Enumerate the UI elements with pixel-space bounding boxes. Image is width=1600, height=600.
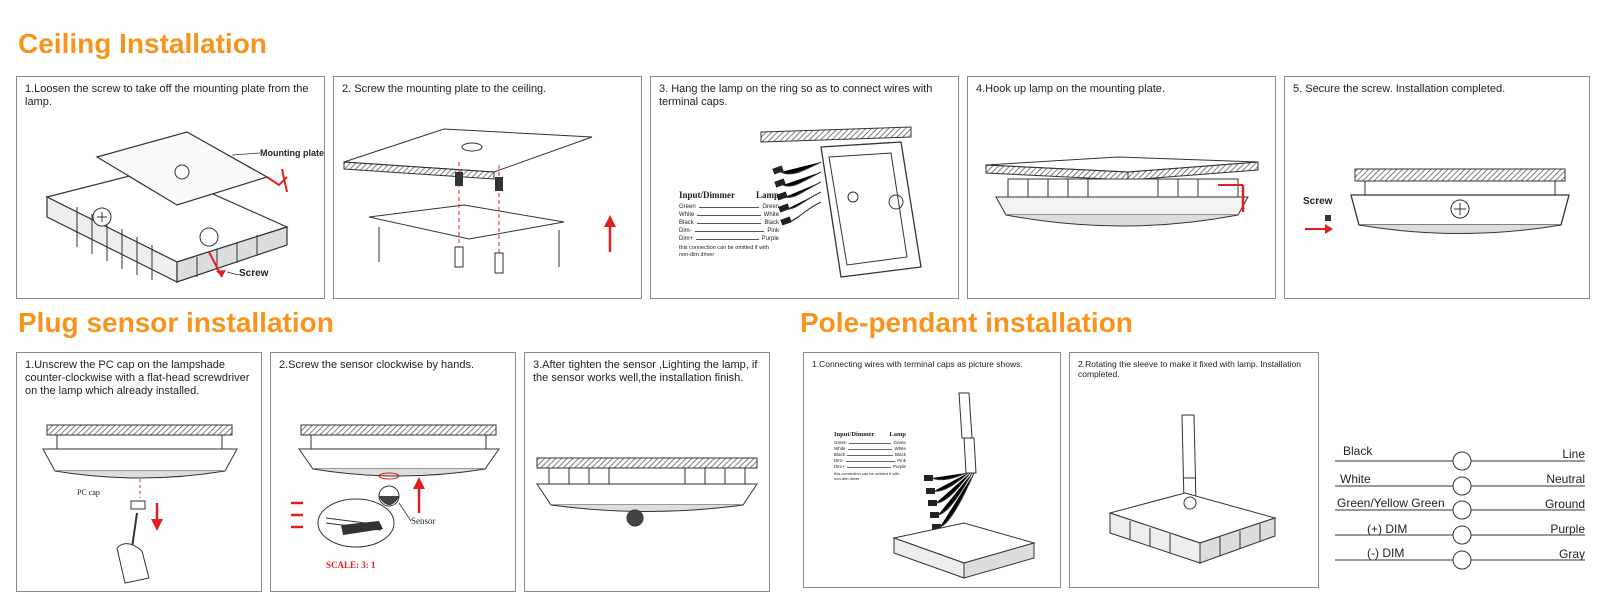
plug-step-1-caption: 1.Unscrew the PC cap on the lampshade co… [25,359,250,397]
sensor-label: Sensor [411,516,436,526]
terminal-row-right: Black [764,220,779,226]
pole-terminal-row-left: Dim+ [834,464,845,469]
scale-label: SCALE: 3: 1 [326,560,376,570]
pole-step-1-panel: 1.Connecting wires with terminal caps as… [803,352,1061,588]
mounting-plate-label: Mounting plate [260,148,324,158]
wire-minus-dim-label: (-) DIM [1367,546,1405,560]
terminal-head-input: Input/Dimmer [679,190,735,200]
wiring-legend: Black Line White Neutral Green/Yellow Gr… [1335,444,1585,588]
terminal-row-right: Green [762,204,779,210]
pole-terminal-head-input: Input/Dimmer [834,431,875,438]
screw-label: Screw [239,268,269,279]
plug-sensor-installation-title: Plug sensor installation [18,307,334,338]
pole-wiring-illustration [892,392,1036,579]
terminal-row-left: White [679,212,695,218]
wire-black-label: Black [1343,444,1373,458]
ceiling-step-3-caption: 3. Hang the lamp on the ring so as to co… [659,83,933,108]
terminal-row-left: Dim- [679,228,692,234]
pole-terminal-row-right: Purple [892,464,906,469]
plug-step-1-panel: 1.Unscrew the PC cap on the lampshade co… [16,352,262,592]
ceiling-step-5-caption: 5. Secure the screw. Installation comple… [1293,83,1506,95]
ceiling-step-1-caption: 1.Loosen the screw to take off the mount… [25,83,309,108]
terminal-note: this connection can be omitted if with n… [679,245,769,258]
pole-step-2-caption: 2.Rotating the sleeve to make it fixed w… [1078,359,1302,379]
pole-sleeve-fixed-illustration [1108,414,1277,564]
ceiling-step-3-panel: 3. Hang the lamp on the ring so as to co… [650,76,959,299]
pole-terminal-head-lamp: Lamp [889,431,906,438]
terminal-row-left: Green [679,204,696,210]
ceiling-step-2-caption: 2. Screw the mounting plate to the ceili… [342,83,547,95]
screw-label-step-5: Screw [1303,196,1333,207]
wire-white-label: White [1340,472,1371,486]
unscrew-pc-cap-illustration [42,424,238,584]
pc-cap-label: PC cap [77,488,100,497]
terminal-head-lamp: Lamp [755,190,779,200]
ceiling-installation-title: Ceiling Installation [18,28,267,59]
wire-line-label: Line [1562,447,1585,461]
wire-purple-label: Purple [1550,522,1585,536]
wire-gray-label: Gray [1558,547,1585,561]
mount-plate-to-ceiling-illustration [343,128,616,274]
plug-step-3-caption: 3.After tighten the sensor ,Lighting the… [533,359,758,384]
plug-step-3-panel: 3.After tighten the sensor ,Lighting the… [524,352,770,592]
pole-terminal-row-left: White [834,446,846,451]
pole-terminal-note: this connection can be omitted if with n… [834,471,900,481]
wire-green-yellow-label: Green/Yellow Green [1337,496,1445,510]
terminal-row-left: Black [679,220,694,226]
wiring-legend-lines [1335,451,1585,570]
terminal-row-right: Purple [761,236,779,242]
terminal-row-right: Pink [767,228,779,234]
ceiling-step-4-panel: 4.Hook up lamp on the mounting plate. [967,76,1276,299]
installation-completed-illustration [1305,168,1570,234]
hook-up-lamp-illustration [985,156,1259,227]
pole-terminal-row-right: White [894,446,906,451]
ceiling-step-1-panel: 1.Loosen the screw to take off the mount… [16,76,325,299]
plug-step-2-caption: 2.Screw the sensor clockwise by hands. [279,359,475,371]
pole-terminal-row-right: Green [893,440,906,445]
sensor-installed-illustration [536,457,758,527]
hang-lamp-wiring-illustration [760,126,922,278]
wire-ground-label: Ground [1544,497,1585,511]
wire-plus-dim-label: (+) DIM [1367,522,1408,536]
pole-terminal-row-right: Pink [897,458,906,463]
pole-terminal-row-right: Black [894,452,906,457]
pole-step-1-caption: 1.Connecting wires with terminal caps as… [812,359,1023,369]
terminal-row-right: White [763,212,779,218]
ceiling-step-4-caption: 4.Hook up lamp on the mounting plate. [976,83,1165,95]
plug-step-2-panel: 2.Screw the sensor clockwise by hands. S… [270,352,516,592]
lamp-with-mounting-plate-illustration [45,131,289,283]
pole-terminal-row-left: Green [834,440,847,445]
pole-terminal-row-left: Black [834,452,846,457]
wire-neutral-label: Neutral [1546,472,1585,486]
pole-pendant-installation-title: Pole-pendant installation [800,307,1133,338]
ceiling-step-2-panel: 2. Screw the mounting plate to the ceili… [333,76,642,299]
pole-step-2-panel: 2.Rotating the sleeve to make it fixed w… [1069,352,1319,588]
screw-sensor-illustration [291,424,500,548]
terminal-row-left: Dim+ [679,236,694,242]
pole-terminal-row-left: Dim- [834,458,844,463]
ceiling-step-5-panel: 5. Secure the screw. Installation comple… [1284,76,1590,299]
